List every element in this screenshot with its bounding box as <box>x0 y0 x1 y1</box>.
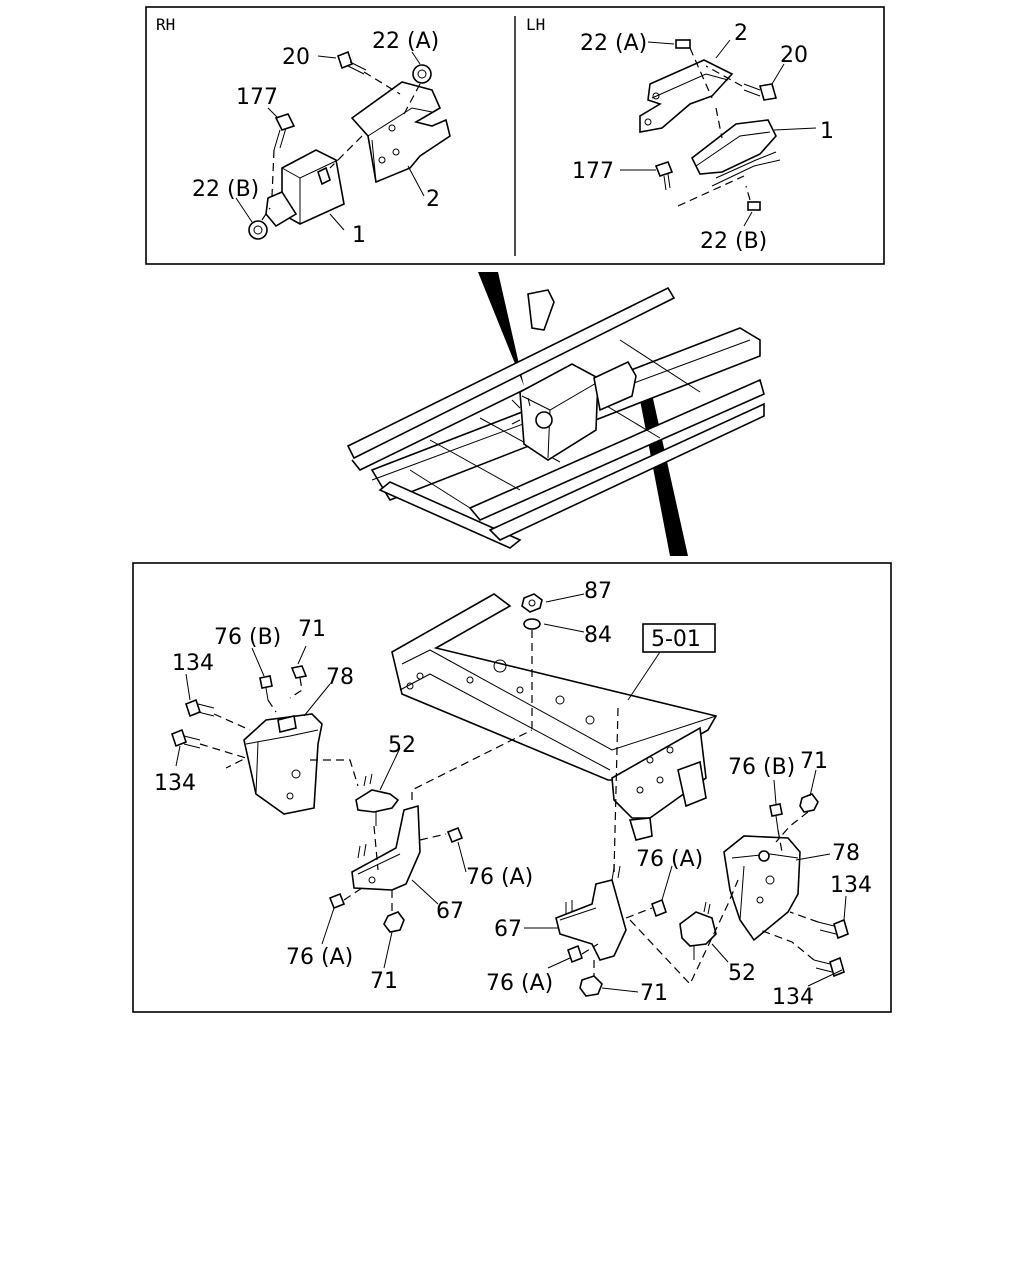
lh-callout-20: 20 <box>780 43 808 68</box>
chassis-overview <box>346 272 765 556</box>
left-bolt-76a-right <box>446 826 464 844</box>
rh-callout-177: 177 <box>236 85 278 110</box>
bottom-callout-52-left: 52 <box>388 733 416 758</box>
nut-87 <box>521 593 543 613</box>
bottom-callout-134-left-lower: 134 <box>154 771 196 796</box>
left-bolt-76b <box>259 675 273 701</box>
right-nut-71-lower <box>579 975 603 997</box>
lh-callout-22a: 22 (A) <box>580 31 647 56</box>
left-bolt-134-upper <box>185 698 215 718</box>
washer-84 <box>523 618 541 630</box>
bottom-callout-76b-right: 76 (B) <box>728 755 795 780</box>
bottom-callout-71-right-lower: 71 <box>640 981 668 1006</box>
rh-nut-22b <box>248 220 268 240</box>
bottom-callout-76a-right-lower: 76 (A) <box>486 971 553 996</box>
rh-panel: RH <box>156 15 451 248</box>
bottom-callout-87: 87 <box>584 579 612 604</box>
rh-bracket-part <box>350 81 451 184</box>
right-bolt-76a-lower <box>567 944 583 964</box>
lh-panel: LH <box>526 15 834 254</box>
rh-bolt-20 <box>337 50 367 75</box>
lh-callout-177: 177 <box>572 159 614 184</box>
rh-callout-22b: 22 (B) <box>192 177 259 202</box>
bottom-callout-67-right: 67 <box>494 917 522 942</box>
pointer-to-top-panel <box>478 272 524 386</box>
left-nut-71-upper <box>290 665 308 679</box>
left-nut-71-lower <box>383 911 405 933</box>
right-bolt-76a-upper <box>651 898 667 918</box>
reference-box <box>642 623 716 653</box>
bottom-callout-134-right-upper: 134 <box>830 873 872 898</box>
rh-nut-22a <box>412 64 432 84</box>
lh-nut-22b <box>747 201 761 211</box>
left-bracket-67 <box>351 804 421 891</box>
bottom-callout-71-right-upper: 71 <box>800 749 828 774</box>
lh-bracket-part <box>639 59 734 133</box>
bottom-callout-71-left-upper: 71 <box>298 617 326 642</box>
bottom-callout-134-left-upper: 134 <box>172 651 214 676</box>
rh-mount-part <box>265 149 345 228</box>
top-panel-frame <box>145 6 885 265</box>
left-bolt-134-lower <box>171 728 201 749</box>
right-bracket-67 <box>555 865 627 961</box>
bottom-callout-78-right: 78 <box>832 841 860 866</box>
right-bracket-78 <box>723 835 801 942</box>
bottom-callout-52-right: 52 <box>728 961 756 986</box>
frame-crossmember <box>391 593 718 841</box>
lh-mount-part <box>690 119 781 187</box>
bottom-callout-78-left: 78 <box>326 665 354 690</box>
bottom-callout-67-left: 67 <box>436 899 464 924</box>
reference-box-label: 5-01 <box>651 627 701 652</box>
bottom-panel: 5-01 <box>132 562 892 1013</box>
lh-callout-1: 1 <box>820 119 834 144</box>
bottom-callout-84: 84 <box>584 623 612 648</box>
right-nut-71-upper <box>799 793 819 813</box>
left-rubber-52 <box>355 773 400 826</box>
left-bracket-78 <box>243 713 323 815</box>
bottom-callout-76a-left-right: 76 (A) <box>466 865 533 890</box>
lh-nut-22a <box>675 39 691 49</box>
bottom-callout-76a-left-lower: 76 (A) <box>286 945 353 970</box>
rh-side-label: RH <box>156 15 175 34</box>
lh-callout-22b: 22 (B) <box>700 229 767 254</box>
bottom-callout-71-left-lower: 71 <box>370 969 398 994</box>
right-bolt-76b <box>769 803 783 831</box>
bottom-callout-134-right-lower: 134 <box>772 985 814 1010</box>
bottom-panel-frame <box>132 562 892 1013</box>
right-bolt-134-upper <box>817 918 849 940</box>
rh-callout-1: 1 <box>352 223 366 248</box>
rh-callout-22a: 22 (A) <box>372 29 439 54</box>
lh-bolt-177 <box>654 161 674 191</box>
rh-bolt-177 <box>273 113 296 151</box>
left-bolt-76a-lower <box>328 892 346 910</box>
top-panel <box>145 6 885 265</box>
bottom-callout-76a-right-upper: 76 (A) <box>636 847 703 872</box>
right-rubber-52 <box>679 901 717 960</box>
lh-bolt-20 <box>743 83 778 101</box>
bottom-callout-76b-left: 76 (B) <box>214 625 281 650</box>
lh-callout-2: 2 <box>734 21 748 46</box>
right-bolt-134-lower <box>813 956 845 978</box>
rh-callout-2: 2 <box>426 187 440 212</box>
lh-side-label: LH <box>526 15 545 34</box>
rh-callout-20: 20 <box>282 45 310 70</box>
